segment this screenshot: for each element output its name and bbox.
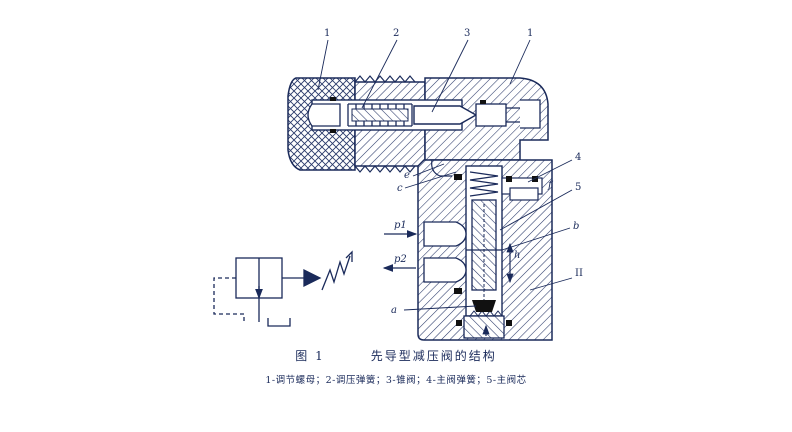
- main-body: [417, 159, 553, 341]
- callout-e: e: [404, 170, 410, 181]
- callout-c: c: [397, 183, 403, 194]
- hydraulic-symbol: [213, 250, 353, 327]
- label-h: h: [514, 250, 520, 261]
- adjust-screw: [307, 103, 341, 127]
- figure-legend: 1-调节螺母；2-调压弹簧；3-锥阀；4-主阀弹簧；5-主阀芯: [265, 375, 527, 386]
- sleeve-threads: [354, 75, 416, 173]
- callout-f: f: [547, 180, 554, 191]
- figure-title: 先导型减压阀的结构: [370, 349, 497, 363]
- pilot-body: [287, 75, 549, 173]
- inlet-port-p1: [423, 221, 467, 247]
- flow-arrows: [382, 230, 514, 284]
- callout-3-poppet: 3: [464, 28, 470, 39]
- callout-1-housing: 1: [527, 28, 533, 39]
- callout-2-spring: 2: [393, 28, 399, 39]
- drain-port: [520, 99, 541, 129]
- callout-1-nut: 1: [324, 28, 330, 39]
- callout-a: a: [391, 305, 397, 316]
- figure-number: 图 1: [295, 349, 325, 363]
- callout-b: b: [573, 221, 579, 232]
- pilot-poppet: [413, 105, 478, 125]
- callout-5-main-spool: 5: [575, 182, 581, 193]
- figure-caption: 图 1 先导型减压阀的结构: [0, 347, 792, 364]
- label-p1: p1: [394, 220, 407, 231]
- label-p2: p2: [394, 254, 407, 265]
- callout-II: II: [575, 268, 583, 279]
- main-spring: [469, 171, 499, 197]
- leader-lines: [317, 39, 573, 311]
- symbol-adjustable-spring: [321, 255, 351, 291]
- bottom-plug: [463, 315, 505, 339]
- callout-4-main-spring: 4: [575, 152, 581, 163]
- pilot-seat: [475, 103, 507, 127]
- outlet-port-p2: [423, 257, 467, 283]
- callout-labels: 1 2 3 1 4 5 b II a c e f p1 p2 h: [324, 28, 583, 316]
